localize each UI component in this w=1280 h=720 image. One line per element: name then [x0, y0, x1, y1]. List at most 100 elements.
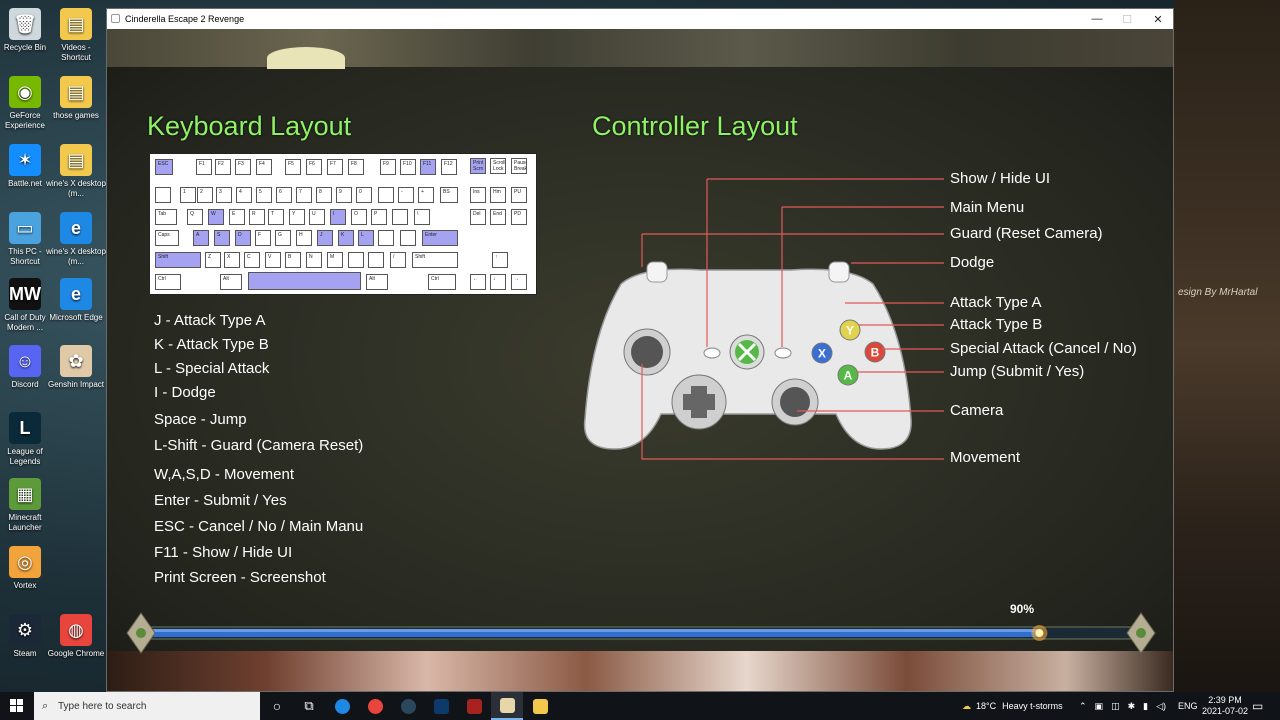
clock-time: 2:39 PM: [1208, 695, 1242, 705]
desktop-app-icon: ▤: [60, 76, 92, 108]
controller-binding-item: Special Attack (Cancel / No): [950, 340, 1137, 357]
back-button: [703, 347, 721, 359]
desktop-app-icon: ◍: [60, 614, 92, 646]
key-h: H: [296, 230, 312, 246]
key-g: G: [275, 230, 291, 246]
key-bs: BS: [440, 187, 458, 203]
weather-temp: 18°C: [976, 701, 997, 711]
taskbar-app-red[interactable]: [458, 692, 490, 720]
x-button-label: X: [818, 347, 826, 361]
key-plus: +: [418, 187, 434, 203]
tray-app-icon[interactable]: ▣: [1094, 700, 1104, 711]
language-indicator[interactable]: ENG: [1178, 692, 1198, 720]
key-blank: [400, 230, 416, 246]
key-m: M: [327, 252, 343, 268]
maximize-button[interactable]: ☐: [1122, 13, 1132, 26]
taskbar-app-blue[interactable]: [425, 692, 457, 720]
key-x: X: [224, 252, 240, 268]
desktop-icon-label: those games: [53, 111, 99, 120]
desktop-app-icon: ▤: [60, 8, 92, 40]
keyboard-binding-item: L - Special Attack: [154, 360, 270, 377]
key-prtsc: Print Scrn: [470, 158, 486, 174]
key-n1: 1: [180, 187, 196, 203]
right-stick: [780, 387, 810, 417]
cortana-button[interactable]: ○: [261, 692, 293, 720]
desktop-icon-label: Discord: [11, 380, 39, 389]
key-f4: F4: [256, 159, 272, 175]
taskbar-chrome[interactable]: [359, 692, 391, 720]
key-n8: 8: [316, 187, 332, 203]
key-j: J: [317, 230, 333, 246]
key-blank: [378, 230, 394, 246]
taskbar-steam[interactable]: [392, 692, 424, 720]
desktop-icon[interactable]: ▤ those games: [46, 76, 106, 121]
key-slash: /: [390, 252, 406, 268]
desktop-icon[interactable]: 🗑Recycle Bin: [0, 8, 55, 53]
desktop-icon[interactable]: ◎Vortex: [0, 546, 55, 591]
key-tab: Tab: [155, 209, 177, 225]
task-view-icon: ⧉: [304, 698, 314, 713]
desktop-icon[interactable]: ◉GeForce Experience: [0, 76, 55, 131]
loading-progress-label: 90%: [1010, 602, 1035, 616]
app-icon-blue: [433, 698, 449, 714]
weather-widget[interactable]: ☁ 18°C Heavy t-storms: [962, 692, 1063, 720]
minimize-button[interactable]: —: [1091, 13, 1103, 25]
key-v: V: [265, 252, 281, 268]
desktop-app-icon: ▭: [9, 212, 41, 244]
desktop-icon[interactable]: ☺Discord: [0, 345, 55, 390]
desktop-icon[interactable]: ◍Google Chrome: [46, 614, 106, 659]
desktop-icon[interactable]: ▤ Videos - Shortcut: [46, 8, 106, 63]
keyboard-binding-item: J - Attack Type A: [154, 312, 266, 329]
tray-battery-icon[interactable]: ▮: [1143, 700, 1149, 711]
tray-network-icon[interactable]: ◫: [1111, 700, 1120, 711]
window-titlebar[interactable]: Cinderella Escape 2 Revenge — ☐ ✕: [107, 9, 1173, 29]
desktop-icon[interactable]: ▭This PC - Shortcut: [0, 212, 55, 267]
desktop-icon-label: Minecraft Launcher: [8, 513, 42, 532]
task-view-button[interactable]: ⧉: [293, 692, 325, 720]
tray-bluetooth-icon[interactable]: ✱: [1127, 700, 1136, 711]
desktop-icon[interactable]: ⚙Steam: [0, 614, 55, 659]
key-right: →: [511, 274, 527, 290]
taskbar-search-box[interactable]: ⌕ Type here to search: [34, 692, 260, 720]
key-pgdn: PD: [511, 209, 527, 225]
key-blank: [368, 252, 384, 268]
desktop-icon-label: Steam: [13, 649, 37, 658]
desktop-icon[interactable]: ▦Minecraft Launcher: [0, 478, 55, 533]
taskbar-file-explorer[interactable]: [524, 692, 556, 720]
loading-bar: [126, 612, 1156, 654]
key-up: ↑: [492, 252, 508, 268]
window-title: Cinderella Escape 2 Revenge: [125, 14, 245, 24]
desktop-icon[interactable]: ✶Battle.net: [0, 144, 55, 189]
taskbar-edge[interactable]: [326, 692, 358, 720]
start-button[interactable]: [0, 692, 34, 720]
controller-binding-item: Jump (Submit / Yes): [950, 363, 1085, 380]
tray-chevron-up-icon[interactable]: ⌃: [1079, 700, 1087, 711]
app-icon: [111, 14, 120, 23]
key-s: S: [214, 230, 230, 246]
search-icon: ⌕: [42, 700, 49, 712]
key-l: L: [358, 230, 374, 246]
xbox-logo-icon: [737, 342, 757, 362]
desktop-icon[interactable]: ▤wine's X desktop (m...: [46, 144, 106, 199]
notification-button[interactable]: ▭: [1252, 692, 1263, 720]
desktop-icon-label: Videos - Shortcut: [61, 43, 91, 62]
key-esc: ESC: [155, 159, 173, 175]
taskbar-game[interactable]: [491, 692, 523, 720]
key-d: D: [235, 230, 251, 246]
key-down: ↓: [490, 274, 506, 290]
close-button[interactable]: ✕: [1153, 13, 1163, 26]
desktop-icon[interactable]: ✿Genshin Impact: [46, 345, 106, 390]
tray-volume-icon[interactable]: ◁): [1156, 700, 1166, 711]
folder-icon: [532, 698, 548, 714]
desktop-app-icon: ▤: [60, 144, 92, 176]
controller-binding-item: Dodge: [950, 254, 995, 271]
key-n9: 9: [336, 187, 352, 203]
clock[interactable]: 2:39 PM 2021-07-02: [1202, 692, 1248, 720]
key-minus: -: [398, 187, 414, 203]
key-n0: 0: [356, 187, 372, 203]
